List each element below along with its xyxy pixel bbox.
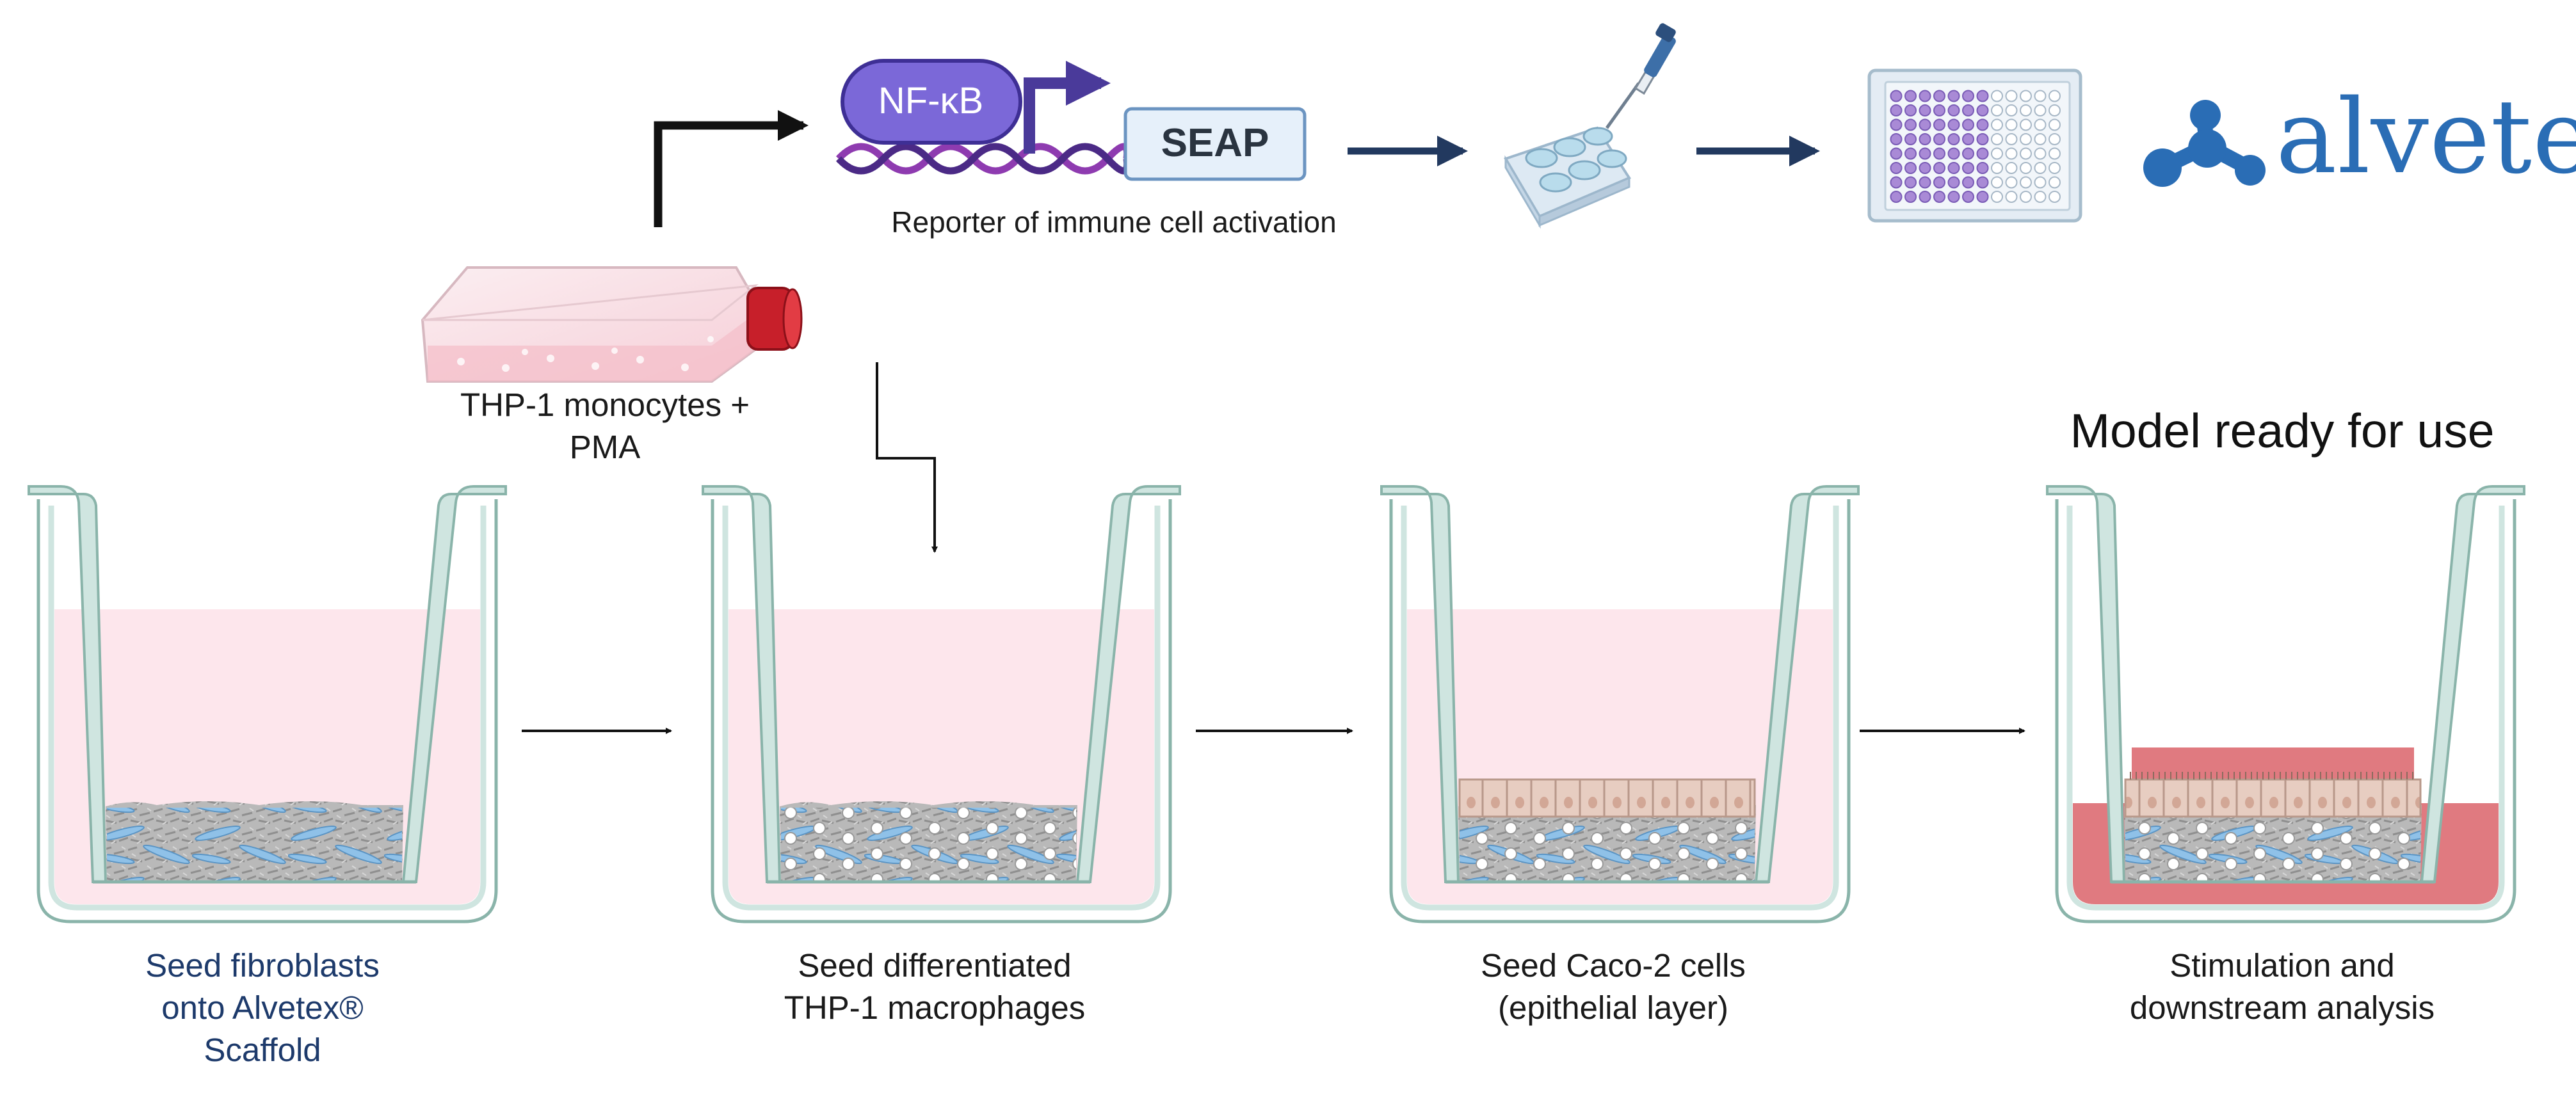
caco2-layer-4 bbox=[2124, 778, 2422, 818]
step-2-caption-line-1: Seed differentiated bbox=[798, 947, 1072, 984]
seap-box bbox=[1123, 107, 1307, 181]
well-row bbox=[28, 485, 2525, 923]
reporter-caption: Reporter of immune cell activation bbox=[891, 205, 1337, 239]
macrophages-4 bbox=[2125, 808, 2420, 881]
thp1-label-line-2: PMA bbox=[569, 429, 641, 465]
macrophage-seeding-arrow bbox=[876, 362, 938, 553]
step-4-caption-line-1: Stimulation and bbox=[2169, 947, 2395, 984]
step-1-caption-line-1: Seed fibroblasts bbox=[145, 947, 380, 984]
thp1-label: THP-1 monocytes + PMA bbox=[397, 384, 813, 468]
seap-label: SEAP bbox=[1161, 121, 1269, 165]
step-4-caption-line-2: downstream analysis bbox=[2129, 989, 2435, 1026]
step-3-caption: Seed Caco-2 cells (epithelial layer) bbox=[1421, 945, 1805, 1029]
transwell-3 bbox=[1380, 485, 1860, 923]
caco2-layer-3 bbox=[1458, 778, 1756, 818]
alvetex-logo-icon bbox=[2143, 100, 2266, 187]
step-2-caption: Seed differentiated THP-1 macrophages bbox=[743, 945, 1127, 1029]
step-3-caption-line-2: (epithelial layer) bbox=[1498, 989, 1728, 1026]
step-3-caption-line-1: Seed Caco-2 cells bbox=[1481, 947, 1746, 984]
step-2-caption-line-2: THP-1 macrophages bbox=[784, 989, 1086, 1026]
transwell-2 bbox=[702, 485, 1181, 923]
96-well-plate-icon bbox=[1867, 68, 2082, 223]
step-1-caption-line-2: onto Alvetex® bbox=[161, 989, 364, 1026]
activation-arrow bbox=[654, 110, 809, 227]
fibroblasts-1 bbox=[107, 808, 402, 881]
thp1-label-line-1: THP-1 monocytes + bbox=[460, 387, 750, 423]
step-1-caption-line-3: Scaffold bbox=[204, 1032, 321, 1068]
brand-name: alvetex bbox=[2276, 77, 2576, 196]
promoter-arrow-icon bbox=[1024, 61, 1111, 154]
transwell-4 bbox=[2046, 485, 2525, 923]
cell-culture-flask-icon bbox=[421, 266, 803, 383]
macrophages-3 bbox=[1460, 808, 1755, 881]
well-plate-pipette-icon bbox=[1504, 23, 1676, 229]
nfkb-label: NF-κB bbox=[878, 80, 984, 122]
macrophages-2 bbox=[781, 808, 1076, 881]
step-4-caption: Stimulation and downstream analysis bbox=[2090, 945, 2474, 1029]
dna-helix-icon bbox=[835, 143, 1131, 175]
page-title: Model ready for use bbox=[2070, 404, 2495, 458]
step-1-caption: Seed fibroblasts onto Alvetex® Scaffold bbox=[70, 945, 455, 1071]
transwell-1 bbox=[28, 485, 507, 923]
nfkb-pill bbox=[841, 59, 1022, 145]
